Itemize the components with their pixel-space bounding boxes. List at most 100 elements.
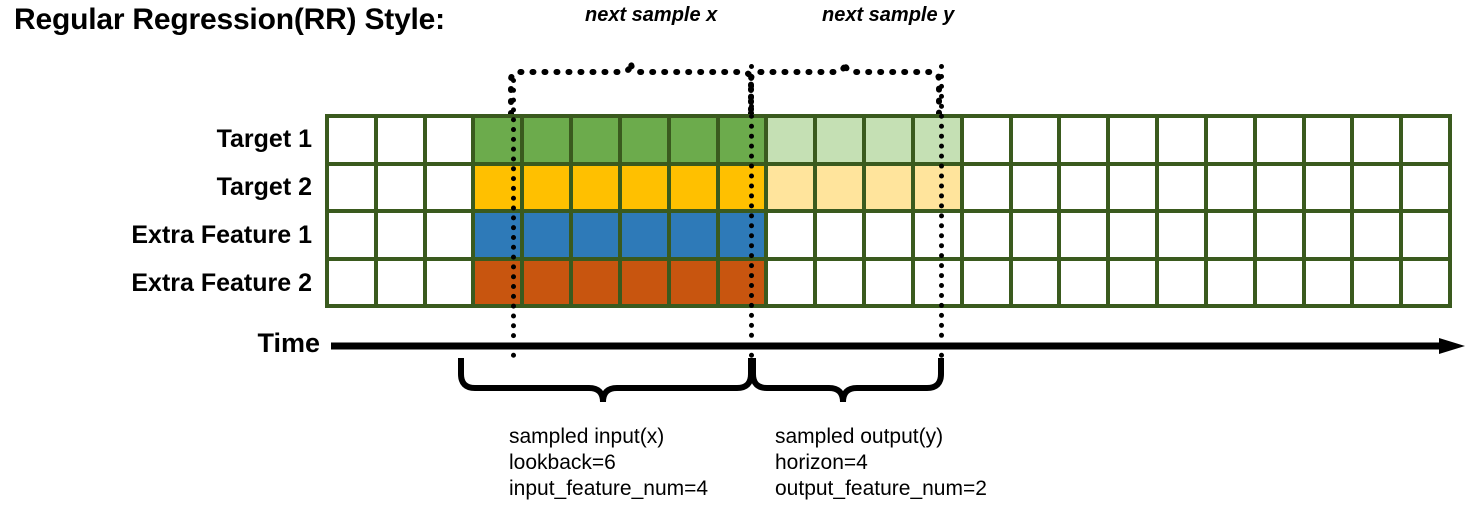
grid-cell <box>914 260 960 304</box>
grid-cell <box>1061 260 1107 304</box>
grid-cell <box>1354 213 1400 257</box>
grid-cell <box>1012 165 1058 209</box>
grid-cell <box>573 213 618 257</box>
grid-cell <box>426 260 472 304</box>
grid-cell <box>329 165 374 209</box>
grid-cell <box>377 260 423 304</box>
time-axis-label: Time <box>257 328 320 358</box>
grid-cell <box>1207 165 1253 209</box>
grid-cell <box>524 118 570 162</box>
grid-cell <box>1012 260 1058 304</box>
grid-cell <box>1403 213 1448 257</box>
grid-cell <box>719 260 765 304</box>
grid-cell <box>670 213 716 257</box>
caption-sampled-input-line-2: lookback=6 <box>509 451 616 474</box>
grid-cell <box>377 118 423 162</box>
grid-cell <box>914 165 960 209</box>
grid-cell <box>1403 165 1448 209</box>
label-next-sample-x: next sample x <box>585 4 718 26</box>
grid-cell <box>1305 213 1351 257</box>
grid-cell <box>768 118 814 162</box>
grid-cell <box>1110 118 1156 162</box>
grid-cell <box>670 118 716 162</box>
grid-cell <box>1354 165 1400 209</box>
grid-cell <box>1012 213 1058 257</box>
grid-cell <box>817 165 863 209</box>
grid-cell <box>1207 213 1253 257</box>
brace-sampled-output <box>750 358 944 403</box>
row-label-column: Target 1 Target 2 Extra Feature 1 Extra … <box>12 115 312 309</box>
time-axis-arrow <box>331 338 1465 354</box>
grid-cell <box>377 213 423 257</box>
grid-cell <box>670 165 716 209</box>
guide-line-output-end <box>939 64 944 358</box>
grid-cell <box>1159 213 1204 257</box>
caption-sampled-input-line-3: input_feature_num=4 <box>509 477 709 500</box>
grid-cell <box>866 213 911 257</box>
grid-cell <box>963 165 1009 209</box>
grid-cell <box>1110 260 1156 304</box>
grid-cell <box>524 213 570 257</box>
grid-cell <box>426 213 472 257</box>
grid-cell <box>329 118 374 162</box>
grid-cell <box>1110 165 1156 209</box>
grid-cell <box>621 118 667 162</box>
grid-cell <box>573 165 618 209</box>
grid-cell <box>1207 260 1253 304</box>
grid-cell <box>1354 118 1400 162</box>
grid-cell <box>914 118 960 162</box>
grid-cell <box>1305 260 1351 304</box>
grid-cell <box>573 118 618 162</box>
grid-cell <box>1159 118 1204 162</box>
grid-cell <box>768 165 814 209</box>
grid-cell <box>1159 165 1204 209</box>
guide-line-input-end <box>749 64 754 358</box>
grid-cell <box>719 165 765 209</box>
caption-sampled-input: sampled input(x) lookback=6 input_featur… <box>509 424 708 502</box>
grid-cell <box>377 165 423 209</box>
grid-cell <box>329 213 374 257</box>
grid-cell <box>963 118 1009 162</box>
grid-cell <box>621 213 667 257</box>
caption-sampled-input-line-1: sampled input(x) <box>509 425 665 448</box>
caption-sampled-output-line-1: sampled output(y) <box>775 425 944 448</box>
grid-cell <box>719 213 765 257</box>
grid-cell <box>1061 213 1107 257</box>
row-label-extra-feature-1: Extra Feature 1 <box>131 221 312 249</box>
grid-cell <box>963 260 1009 304</box>
grid-cell <box>719 118 765 162</box>
grid-cell <box>1305 165 1351 209</box>
grid-cell <box>1061 165 1107 209</box>
label-next-sample-y: next sample y <box>822 4 955 26</box>
grid-cell <box>1256 260 1302 304</box>
grid-cell <box>866 118 911 162</box>
grid-cell <box>1012 118 1058 162</box>
grid-cell <box>817 213 863 257</box>
row-label-target-1: Target 1 <box>216 125 312 153</box>
grid-cell <box>866 165 911 209</box>
grid-cell <box>621 260 667 304</box>
caption-sampled-output-line-3: output_feature_num=2 <box>775 477 987 500</box>
grid-cell <box>1256 118 1302 162</box>
grid-cell <box>1305 118 1351 162</box>
grid-cell <box>817 118 863 162</box>
brace-next-sample-y <box>748 61 942 114</box>
grid-cell <box>768 260 814 304</box>
grid-cell <box>1110 213 1156 257</box>
grid-cell <box>524 260 570 304</box>
grid-cell <box>1403 260 1448 304</box>
caption-sampled-output: sampled output(y) horizon=4 output_featu… <box>775 424 987 502</box>
grid-cell <box>1159 260 1204 304</box>
caption-sampled-output-line-2: horizon=4 <box>775 451 868 474</box>
brace-sampled-input <box>458 358 754 403</box>
grid-cell <box>914 213 960 257</box>
grid-cell <box>1061 118 1107 162</box>
guide-line-input-start <box>511 78 516 358</box>
page-title: Regular Regression(RR) Style: <box>14 3 445 36</box>
grid-cell <box>768 213 814 257</box>
grid-cell <box>1403 118 1448 162</box>
brace-next-sample-x <box>508 61 754 114</box>
row-label-target-2: Target 2 <box>216 173 312 201</box>
grid-cell <box>1354 260 1400 304</box>
grid-cell <box>329 260 374 304</box>
